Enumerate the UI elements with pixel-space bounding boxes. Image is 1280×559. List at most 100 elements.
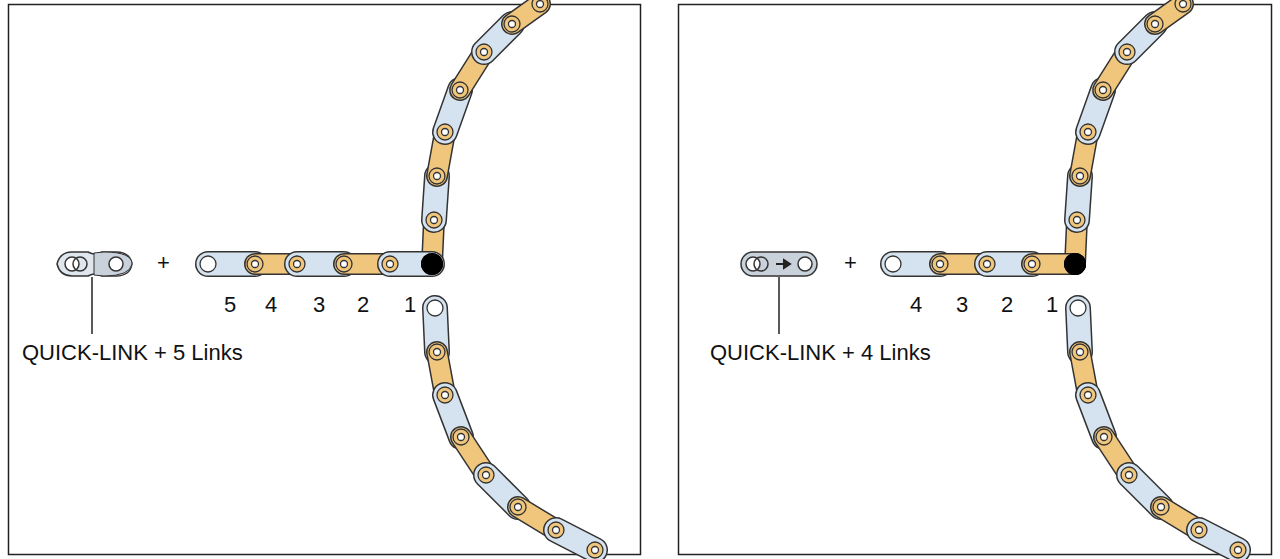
- chain-pin: [1100, 87, 1107, 94]
- chain-pin: [387, 261, 394, 268]
- chain-pin: [336, 256, 352, 272]
- chain-pin: [452, 82, 468, 98]
- link-number: 3: [956, 294, 968, 316]
- chain-pin: [984, 261, 991, 268]
- chain-pin: [1121, 467, 1137, 483]
- chain-pin: [1085, 392, 1092, 399]
- chain-pin: [426, 212, 442, 228]
- chain-pin: [1064, 253, 1086, 275]
- chain-pin: [1085, 129, 1092, 136]
- plus-sign: +: [844, 252, 857, 274]
- link-number: 3: [313, 294, 325, 316]
- chain-pin: [1064, 253, 1086, 275]
- chain-pin: [937, 261, 944, 268]
- chain-pin: [1096, 429, 1112, 445]
- chain-pin: [200, 256, 216, 272]
- chain-pin: [421, 253, 443, 275]
- chain-pin: [1072, 344, 1088, 360]
- chain-pin: [979, 256, 995, 272]
- chain-pin: [252, 261, 259, 268]
- leader-line: [91, 277, 93, 334]
- chain-pin: [1077, 173, 1084, 180]
- link-number: 2: [1001, 294, 1013, 316]
- chain-pin: [932, 256, 948, 272]
- panel-frame: [9, 5, 641, 555]
- quick-link: [57, 252, 132, 334]
- plus-sign: +: [157, 252, 170, 274]
- chain-pin: [442, 392, 449, 399]
- link-number: 4: [910, 294, 922, 316]
- part-label: QUICK-LINK + 5 Links: [22, 342, 243, 364]
- chain-pin: [1095, 82, 1111, 98]
- chain-pin: [382, 256, 398, 272]
- chain-pin: [478, 467, 494, 483]
- chain-pin: [1191, 522, 1207, 538]
- chain-pin: [885, 256, 901, 272]
- chain-pin: [587, 542, 603, 558]
- chain-pin: [429, 344, 445, 360]
- chain-pin: [1153, 499, 1169, 515]
- chain-pin: [592, 547, 599, 554]
- chain-pin: [437, 124, 453, 140]
- panel-frame: [679, 5, 1272, 555]
- chain-pin: [510, 499, 526, 515]
- chain-pin: [1180, 1, 1187, 8]
- chain-pin: [1152, 21, 1159, 28]
- chain-pin: [1101, 434, 1108, 441]
- part-label: QUICK-LINK + 4 Links: [710, 342, 931, 364]
- chain-pin: [1069, 212, 1085, 228]
- chain-pin: [1230, 542, 1246, 558]
- chain-pin: [537, 1, 544, 8]
- chain-pin: [1077, 349, 1084, 356]
- chain-pin: [247, 256, 263, 272]
- chain-pin: [434, 173, 441, 180]
- chain-pin: [1024, 256, 1040, 272]
- chain-pin: [341, 261, 348, 268]
- chain-pin: [1124, 49, 1131, 56]
- chain-pin: [1072, 168, 1088, 184]
- chain-pin: [515, 504, 522, 511]
- chain-pin: [504, 16, 520, 32]
- chain-pin: [1175, 0, 1191, 12]
- link-number: 5: [224, 294, 236, 316]
- chain-pin: [1119, 44, 1135, 60]
- chain-pin: [1158, 504, 1165, 511]
- chain-pin: [532, 0, 548, 12]
- chain-pin: [1064, 253, 1086, 275]
- chain-pin: [1070, 300, 1086, 316]
- chain-pin: [1126, 472, 1133, 479]
- chain-pin: [442, 129, 449, 136]
- chain-pin: [427, 300, 443, 316]
- chain-pin: [453, 429, 469, 445]
- chain-pin: [1147, 16, 1163, 32]
- chain-pin: [553, 527, 560, 534]
- chain-pin: [1080, 387, 1096, 403]
- chain-pin: [1080, 124, 1096, 140]
- chain-pin: [548, 522, 564, 538]
- quick-link: [741, 252, 817, 334]
- chain-pin: [1029, 261, 1036, 268]
- chain-pin: [1196, 527, 1203, 534]
- link-number: 2: [357, 294, 369, 316]
- chain-pin: [458, 434, 465, 441]
- chain-pin: [1074, 217, 1081, 224]
- chain-pin: [457, 87, 464, 94]
- chain-pin: [1235, 547, 1242, 554]
- chain-pin: [483, 472, 490, 479]
- chain-pin: [294, 261, 301, 268]
- link-number: 1: [404, 294, 416, 316]
- chain-pin: [421, 253, 443, 275]
- chain-pin: [437, 387, 453, 403]
- leader-line: [778, 277, 780, 334]
- chain-pin: [509, 21, 516, 28]
- chain-pin: [289, 256, 305, 272]
- chain-pin: [421, 253, 443, 275]
- chain-pin: [431, 217, 438, 224]
- chain-pin: [481, 49, 488, 56]
- link-number: 4: [265, 294, 277, 316]
- chain-pin: [476, 44, 492, 60]
- chain-pin: [434, 349, 441, 356]
- link-number: 1: [1046, 294, 1058, 316]
